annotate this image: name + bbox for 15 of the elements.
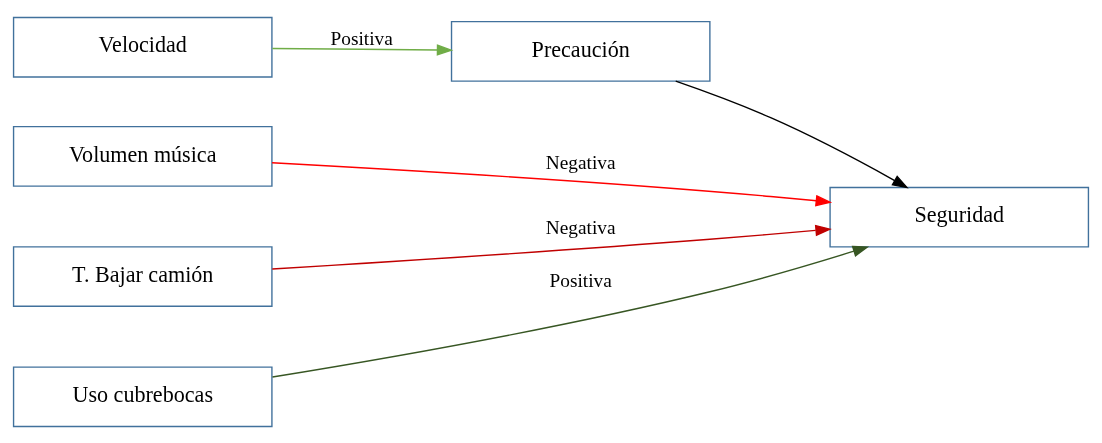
node-box: Seguridad	[829, 186, 1090, 248]
node-box: Precaución	[450, 20, 711, 82]
arrow	[271, 245, 870, 378]
edge-label: Positiva	[549, 269, 612, 291]
edge-label: Positiva	[330, 27, 393, 49]
arrow	[271, 43, 454, 56]
edge-label: Negativa	[545, 151, 616, 173]
edge-label: Negativa	[545, 216, 616, 238]
arrow	[271, 161, 833, 206]
node-box: T. Bajar camión	[12, 245, 273, 307]
node-box: Uso cubrebocas	[12, 365, 273, 427]
arrow	[675, 80, 909, 188]
arrow	[271, 224, 832, 270]
node-box: Volumen música	[12, 125, 273, 187]
node-box: Velocidad	[12, 16, 273, 78]
